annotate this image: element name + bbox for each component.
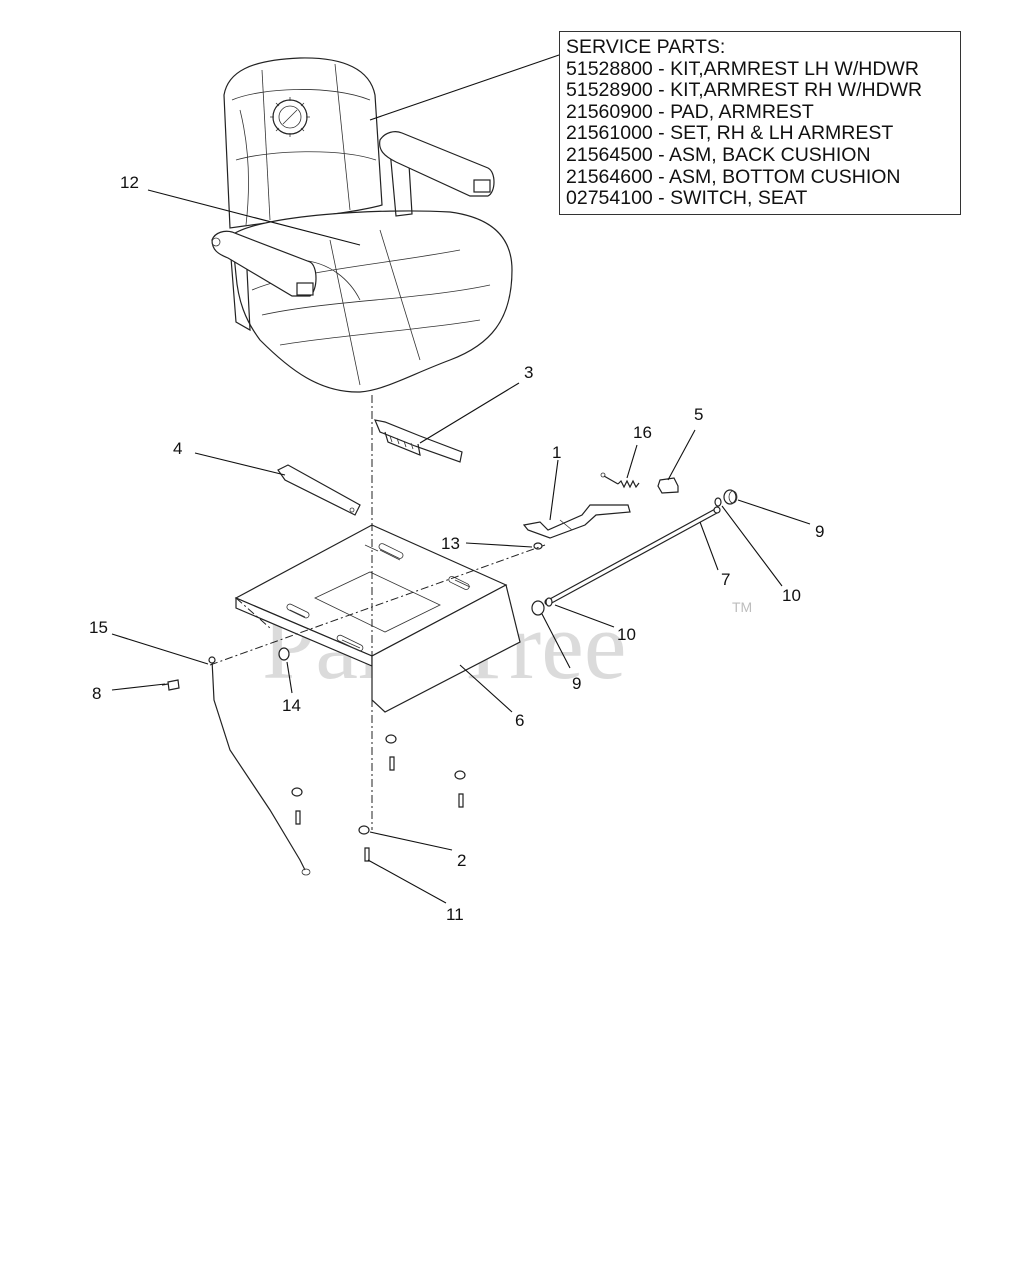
callout-4: 4 xyxy=(173,439,182,458)
callout-2: 2 xyxy=(457,851,466,870)
service-part-item: 02754100 - SWITCH, SEAT xyxy=(566,187,808,210)
callout-8: 8 xyxy=(92,684,101,703)
watermark-tm: TM xyxy=(732,599,752,615)
part-9-spacer-left xyxy=(531,600,545,616)
service-part-item: 21564500 - ASM, BACK CUSHION xyxy=(566,143,871,166)
part-2-grommets xyxy=(291,734,466,835)
callout-1: 1 xyxy=(552,443,561,462)
part-14-nut xyxy=(278,647,290,661)
service-part-item: 21561000 - SET, RH & LH ARMREST xyxy=(566,122,894,145)
callout-13: 13 xyxy=(441,534,460,553)
service-parts-box: SERVICE PARTS: 51528800 - KIT,ARMREST LH… xyxy=(559,31,961,215)
part-10-washer-right xyxy=(714,497,722,507)
logo-emblem xyxy=(270,97,310,137)
part-5-bumper xyxy=(657,477,679,494)
callout-15: 15 xyxy=(89,618,108,637)
callout-11: 11 xyxy=(446,905,464,924)
part-9-spacer-right xyxy=(723,489,738,505)
leader-lines xyxy=(111,54,811,904)
callout-10-right: 10 xyxy=(782,586,801,605)
callout-5: 5 xyxy=(694,405,703,424)
callout-16: 16 xyxy=(633,423,652,442)
part-11-bolts xyxy=(295,756,464,862)
part-6-seat-pan xyxy=(234,524,521,713)
part-16-spring xyxy=(600,472,640,489)
callout-7: 7 xyxy=(721,570,730,589)
callout-3: 3 xyxy=(524,363,533,382)
part-13-nut xyxy=(533,542,543,550)
service-part-item: 21564600 - ASM, BOTTOM CUSHION xyxy=(566,165,901,188)
part-8-screw xyxy=(161,679,180,691)
seat-assembly xyxy=(211,57,513,393)
part-15-cable xyxy=(208,656,311,876)
callout-6: 6 xyxy=(515,711,524,730)
service-part-item: 21560900 - PAD, ARMREST xyxy=(566,100,814,123)
callout-9-left: 9 xyxy=(572,674,581,693)
service-part-item: 51528800 - KIT,ARMREST LH W/HDWR xyxy=(566,57,919,80)
callout-10-left: 10 xyxy=(617,625,636,644)
part-10-washer-left xyxy=(545,597,553,607)
part-3-bracket xyxy=(374,419,463,463)
callout-14: 14 xyxy=(282,696,301,715)
callout-12: 12 xyxy=(120,173,139,192)
part-1-lever xyxy=(522,504,631,539)
centerline-short xyxy=(235,597,271,629)
centerline-diagonal xyxy=(209,544,546,666)
part-4-pad xyxy=(277,464,361,516)
callout-9-right: 9 xyxy=(815,522,824,541)
service-parts-title: SERVICE PARTS: xyxy=(566,36,726,58)
service-part-item: 51528900 - KIT,ARMREST RH W/HDWR xyxy=(566,79,923,102)
